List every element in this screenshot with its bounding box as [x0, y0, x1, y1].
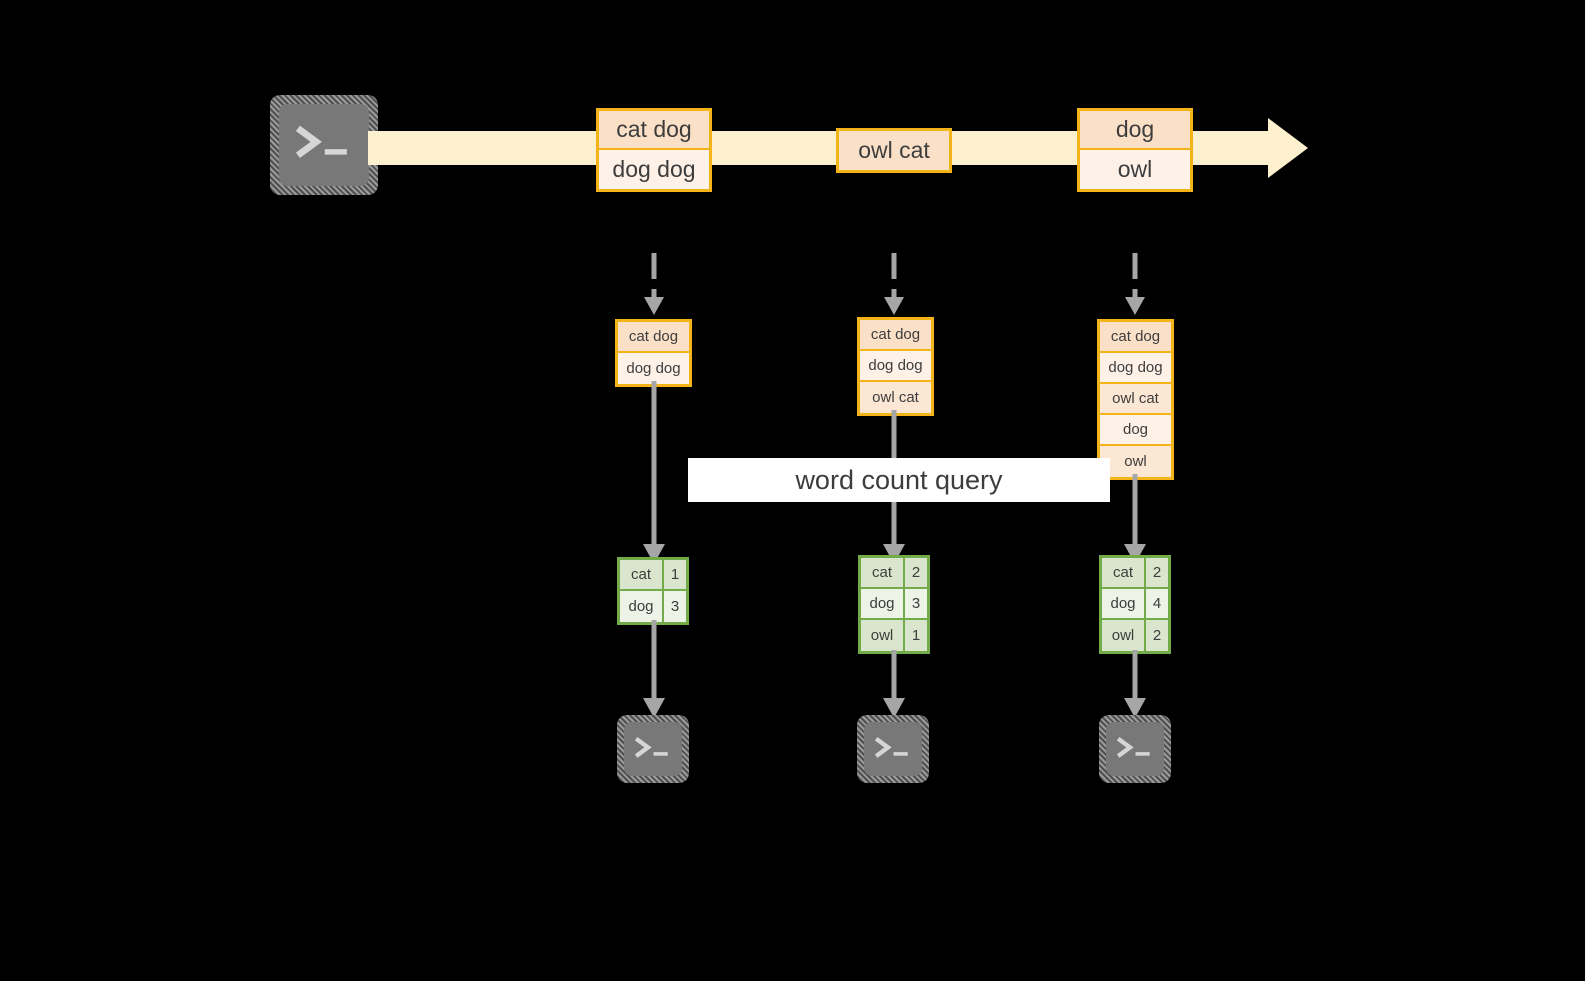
result-word: dog [620, 591, 664, 622]
result-row: owl 1 [861, 620, 927, 651]
input-row: cat dog [1100, 322, 1171, 353]
snapshot-3-sink-connector [1121, 650, 1149, 718]
stream-event-group-1: cat dog dog dog [596, 108, 712, 192]
result-count: 2 [1146, 558, 1168, 587]
result-word: dog [1102, 589, 1146, 618]
snapshot-3-tap-connector [1121, 253, 1149, 315]
result-count: 1 [905, 620, 927, 651]
terminal-screen [624, 722, 682, 776]
snapshot-3-result-table: cat 2 dog 4 owl 2 [1099, 555, 1171, 654]
result-row: dog 3 [620, 591, 686, 622]
result-row: dog 4 [1102, 589, 1168, 620]
query-label: word count query [688, 458, 1110, 502]
input-row: owl cat [860, 382, 931, 413]
snapshot-3-input-stack: cat dog dog dog owl cat dog owl [1097, 319, 1174, 480]
stream-event-group-2: owl cat [836, 128, 952, 173]
prompt-glyph-icon [873, 731, 912, 768]
snapshot-1-sink-connector [640, 620, 668, 718]
input-row: dog dog [860, 351, 931, 382]
result-word: cat [861, 558, 905, 587]
prompt-glyph-icon [293, 117, 354, 173]
snapshot-3-sink-terminal-icon [1099, 715, 1171, 783]
snapshot-2-tap-connector [880, 253, 908, 315]
input-row: owl [1100, 446, 1171, 477]
prompt-glyph-icon [1115, 731, 1154, 768]
query-label-text: word count query [795, 464, 1003, 495]
prompt-glyph-icon [633, 731, 672, 768]
snapshot-2-sink-connector [880, 650, 908, 718]
result-count: 1 [664, 560, 686, 589]
snapshot-2-input-stack: cat dog dog dog owl cat [857, 317, 934, 416]
input-row: cat dog [618, 322, 689, 353]
input-row: dog [1100, 415, 1171, 446]
stream-event-line: cat dog [599, 111, 709, 150]
stream-event-line: owl cat [839, 131, 949, 170]
snapshot-3-query-connector [1121, 474, 1149, 564]
result-count: 2 [905, 558, 927, 587]
snapshot-1-sink-terminal-icon [617, 715, 689, 783]
result-word: cat [1102, 558, 1146, 587]
terminal-screen [864, 722, 922, 776]
snapshot-2-result-table: cat 2 dog 3 owl 1 [858, 555, 930, 654]
terminal-screen [1106, 722, 1164, 776]
stream-event-line: owl [1080, 150, 1190, 189]
stream-event-line: dog dog [599, 150, 709, 189]
result-row: cat 2 [861, 558, 927, 589]
terminal-screen [279, 104, 369, 186]
result-word: dog [861, 589, 905, 618]
result-row: owl 2 [1102, 620, 1168, 651]
input-row: cat dog [860, 320, 931, 351]
result-word: cat [620, 560, 664, 589]
snapshot-1-tap-connector [640, 253, 668, 315]
snapshot-1-input-stack: cat dog dog dog [615, 319, 692, 387]
source-terminal-icon [270, 95, 378, 195]
input-row: dog dog [1100, 353, 1171, 384]
result-word: owl [1102, 620, 1146, 651]
input-row: dog dog [618, 353, 689, 384]
result-word: owl [861, 620, 905, 651]
result-row: cat 2 [1102, 558, 1168, 589]
snapshot-2-sink-terminal-icon [857, 715, 929, 783]
result-count: 2 [1146, 620, 1168, 651]
input-row: owl cat [1100, 384, 1171, 415]
result-count: 3 [664, 591, 686, 622]
snapshot-1-query-connector [640, 381, 668, 564]
result-count: 3 [905, 589, 927, 618]
result-row: dog 3 [861, 589, 927, 620]
result-row: cat 1 [620, 560, 686, 591]
stream-event-line: dog [1080, 111, 1190, 150]
stream-event-group-3: dog owl [1077, 108, 1193, 192]
snapshot-1-result-table: cat 1 dog 3 [617, 557, 689, 625]
result-count: 4 [1146, 589, 1168, 618]
